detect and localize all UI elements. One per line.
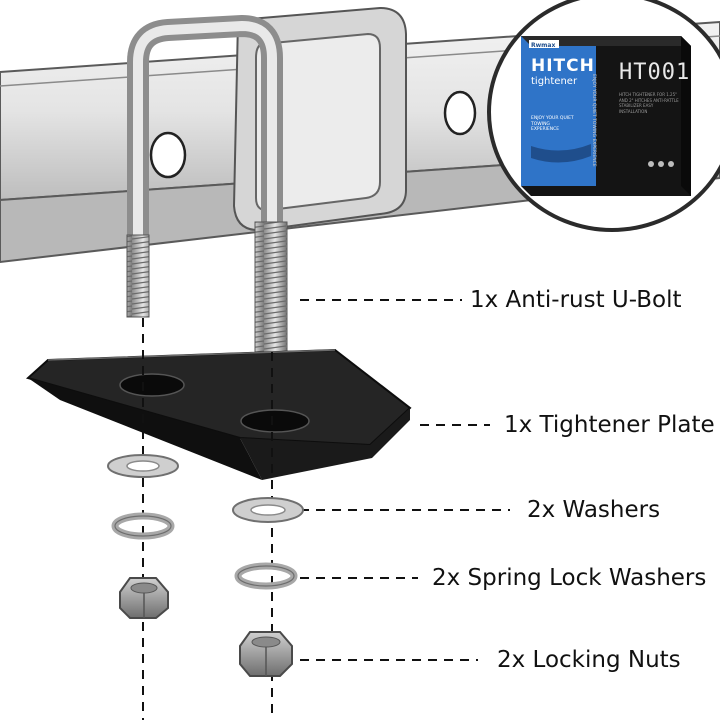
package-description: HITCH TIGHTENER FOR 1.25" AND 2" HITCHES… — [619, 92, 679, 114]
washer-left — [107, 454, 179, 478]
callout-washers: 2x Washers — [527, 497, 661, 523]
package-inset: Rwmax HITCH tightener ENJOY YOUR QUIET T… — [487, 0, 720, 232]
callout-tightener-plate: 1x Tightener Plate — [504, 412, 715, 438]
callout-spring-lock-washers: 2x Spring Lock Washers — [432, 565, 707, 591]
package-model: HT001 — [619, 60, 691, 85]
tightener-plate — [25, 348, 412, 480]
spring-washer-left — [111, 512, 175, 540]
nut-left — [119, 577, 169, 619]
package-title: HITCH — [531, 56, 595, 76]
callout-locking-nuts: 2x Locking Nuts — [497, 647, 681, 673]
package-brand: Rwmax — [531, 42, 556, 49]
package-box-illustration — [521, 36, 691, 196]
package-subtitle: tightener — [531, 76, 578, 87]
callout-u-bolt: 1x Anti-rust U-Bolt — [470, 287, 682, 313]
package-slogan: ENJOY YOUR QUIET TOWING EXPERIENCE — [591, 74, 596, 167]
package-side-text: ENJOY YOUR QUIET TOWING EXPERIENCE — [531, 116, 574, 132]
spring-washer-right — [234, 562, 298, 590]
nut-right — [239, 631, 293, 677]
u-bolt — [126, 15, 288, 353]
washer-right — [232, 497, 304, 523]
